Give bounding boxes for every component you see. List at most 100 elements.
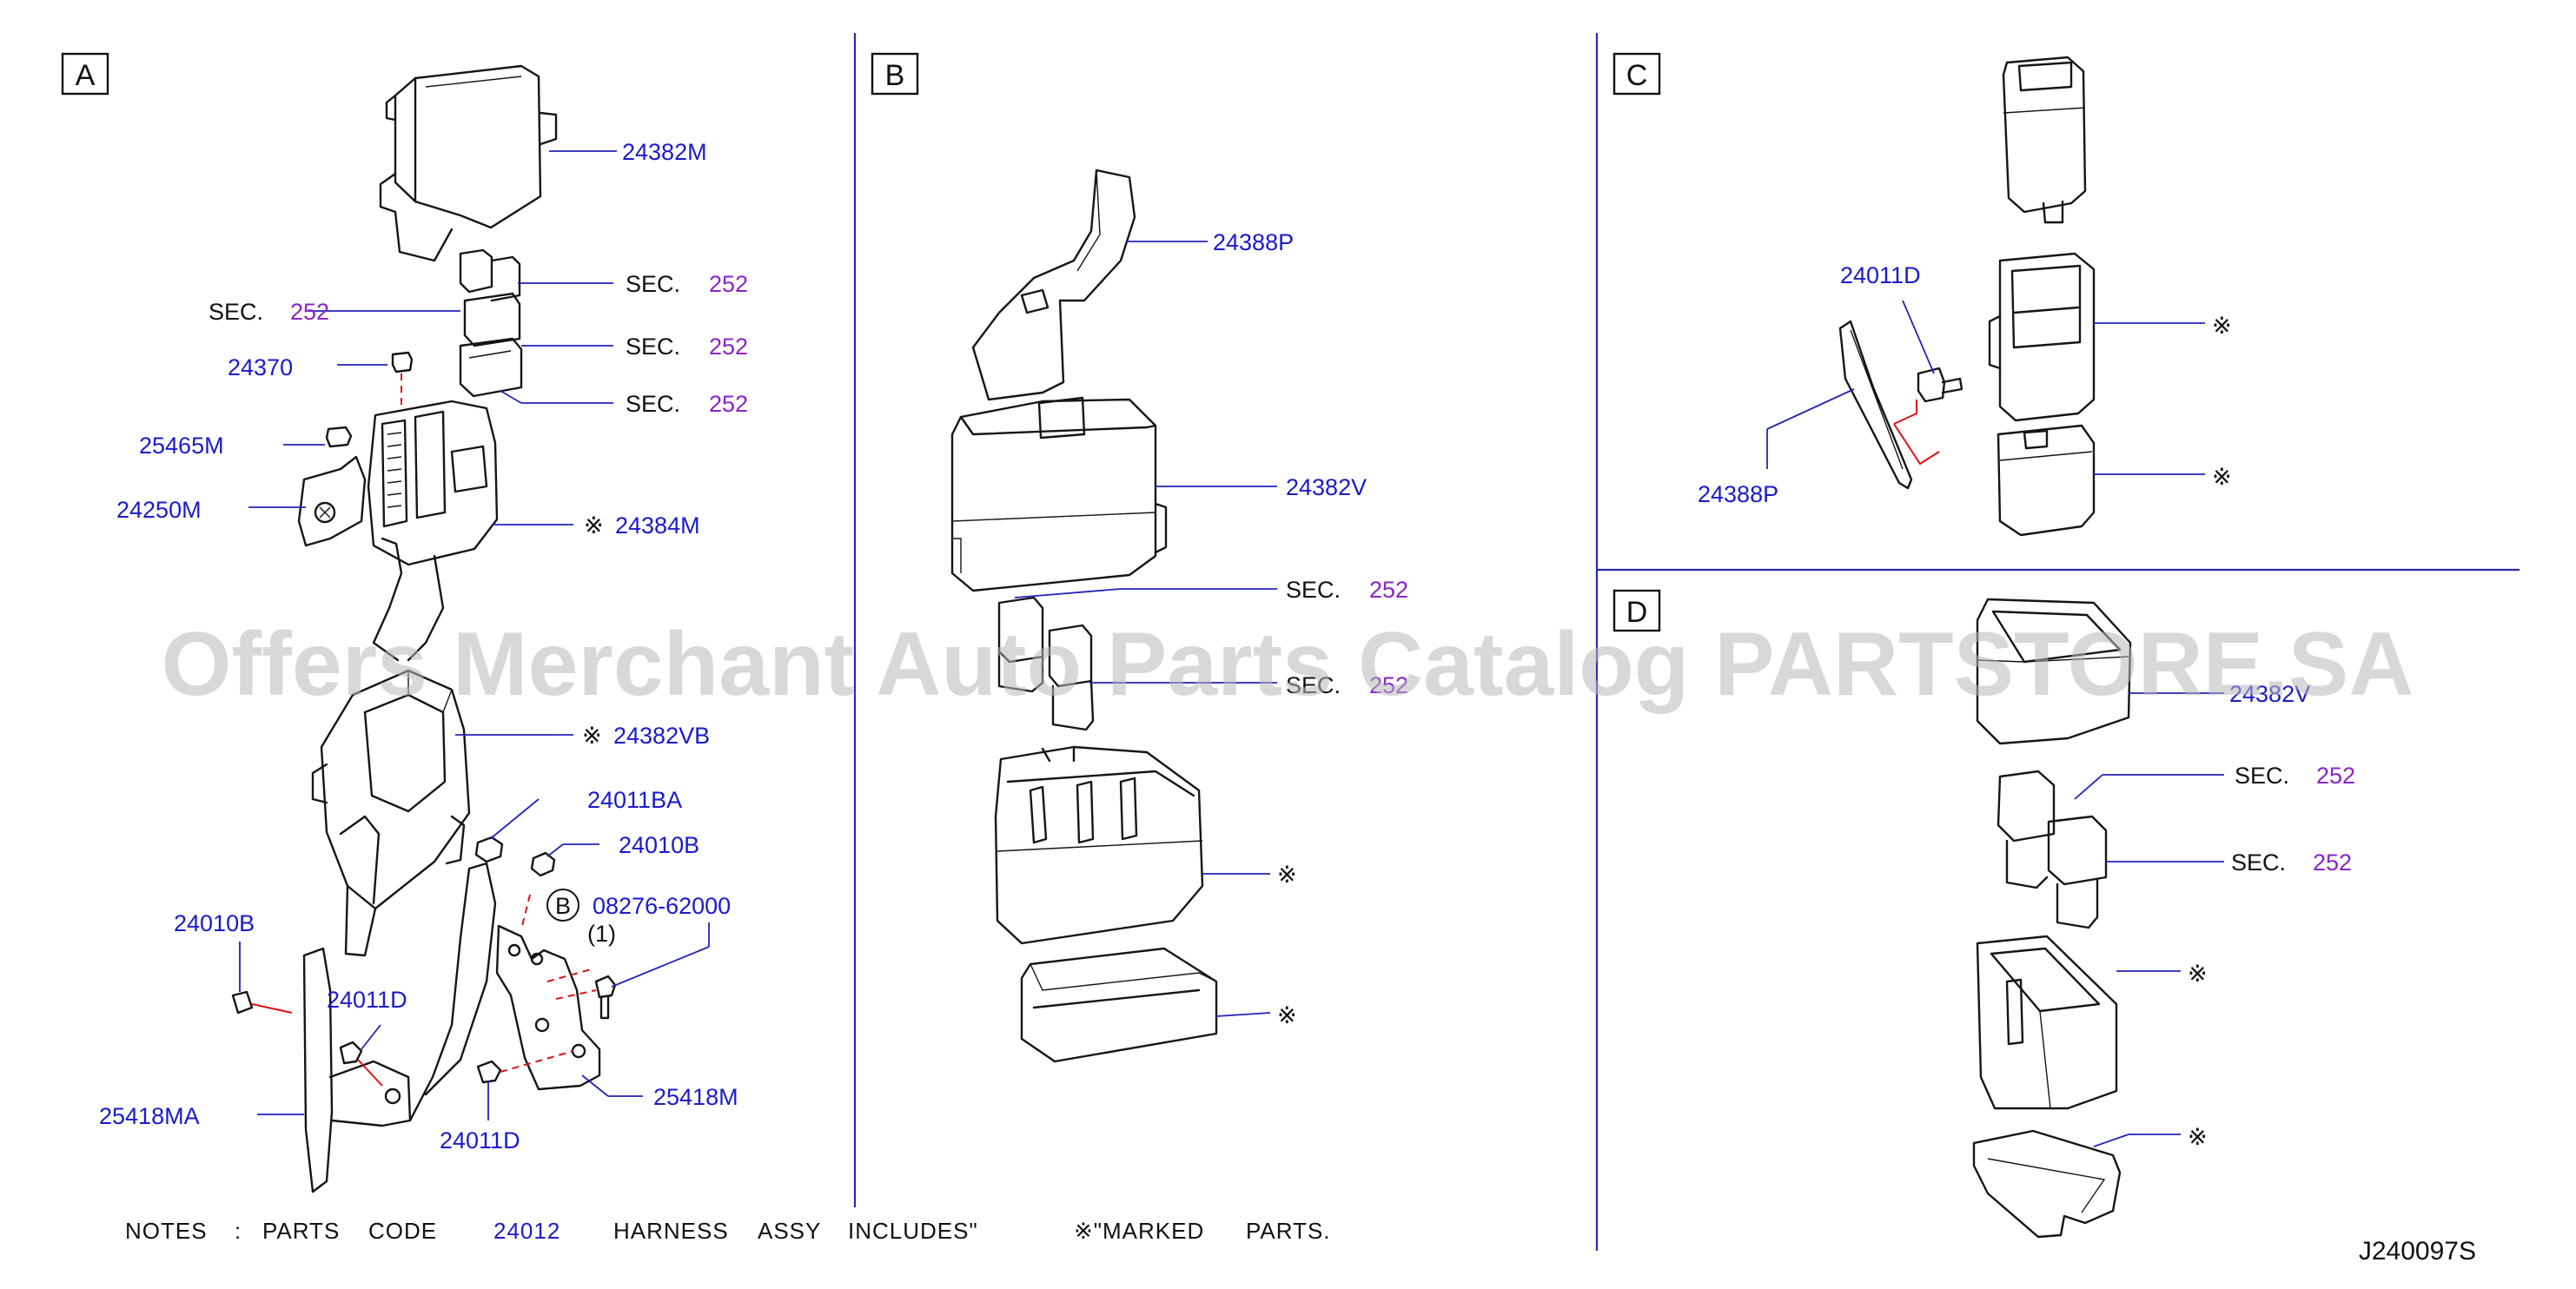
label-sec-d1: SEC.: [2235, 763, 2289, 789]
label-24384m: 24384M: [615, 512, 700, 539]
label-24010b-right: 24010B: [619, 832, 699, 858]
relay-box-c: [1988, 252, 2096, 422]
diagram-id: J240097S: [2359, 1237, 2476, 1266]
label-24011d-lower: 24011D: [440, 1127, 520, 1153]
label-sec-d2-num: 252: [2313, 849, 2352, 876]
relay-box-d: [1976, 935, 2118, 1110]
svg-text::: :: [235, 1218, 242, 1244]
fuse-block-24384m: [367, 400, 499, 662]
guide-24010b-left: [251, 1003, 293, 1014]
svg-text:24012: 24012: [493, 1218, 560, 1244]
bolt-24011d-lower: [476, 1060, 502, 1084]
labels-panel-a: 24382M SEC. 252 SEC. 252 SEC. 252 SEC. 2…: [99, 139, 748, 1153]
nut-24010b-left: [231, 990, 254, 1015]
label-24011d-c: 24011D: [1840, 262, 1921, 288]
label-24388p-c: 24388P: [1698, 481, 1778, 507]
labels-panel-d: 24382V SEC. 252 SEC. 252 ※ ※: [2188, 681, 2355, 1150]
label-sec-d1-num: 252: [2316, 763, 2355, 789]
svg-text:CODE: CODE: [368, 1218, 437, 1244]
relays-d: [1997, 770, 2108, 929]
mark-24382vb: ※: [582, 723, 602, 749]
bolt-24011d-c: [1917, 367, 1963, 403]
guide-a-1: [520, 894, 531, 930]
nut-24011ba: [474, 836, 504, 863]
svg-text:D: D: [1626, 596, 1648, 629]
clip-24370: [391, 351, 414, 373]
label-sec-a2: SEC.: [626, 271, 680, 297]
tray-b: [1020, 947, 1218, 1063]
mark-c-box: ※: [2212, 313, 2232, 339]
leaders-panel-c: [1766, 300, 2205, 475]
label-sec-a4: SEC.: [626, 391, 680, 417]
tray-c: [1997, 424, 2096, 537]
svg-text:HARNESS: HARNESS: [613, 1218, 729, 1244]
mark-d-tray: ※: [2188, 1124, 2208, 1150]
label-sec-a1-num: 252: [290, 299, 329, 325]
mark-c-tray: ※: [2212, 464, 2232, 490]
lower-box-24382vb: [311, 669, 471, 957]
screw-08276-62000: [594, 975, 617, 1020]
label-25465m: 25465M: [139, 433, 224, 459]
label-24382v-b: 24382V: [1286, 474, 1367, 500]
panel-label-d: D: [1612, 589, 1661, 632]
svg-text:INCLUDES": INCLUDES": [848, 1218, 978, 1244]
panel-label-c: C: [1612, 52, 1661, 96]
cover-d: [1976, 598, 2132, 745]
panel-dividers: [853, 33, 2520, 1251]
leaders-panel-d: [2074, 692, 2224, 1147]
label-sec-a2-num: 252: [709, 271, 748, 297]
relay-box-b: [994, 745, 1204, 945]
watermark: Offers Merchant Auto Parts Catalog PARTS…: [162, 614, 2414, 715]
label-sec-a1: SEC.: [209, 299, 263, 325]
panel-label-b: B: [871, 52, 919, 96]
label-sec-b2-num: 252: [1369, 672, 1408, 698]
bolt-24011d-upper: [339, 1041, 363, 1065]
nut-24010b-right: [530, 851, 556, 877]
label-24011ba: 24011BA: [587, 787, 682, 813]
guide-a-4: [500, 1050, 574, 1073]
fuse-box-cover-24382m: [379, 64, 558, 262]
svg-text:B: B: [885, 59, 905, 92]
mark-24384m: ※: [584, 512, 604, 539]
mark-d-box: ※: [2188, 961, 2208, 987]
bracket-24250m: [297, 455, 367, 547]
label-24250m: 24250M: [116, 497, 202, 523]
label-24370: 24370: [228, 354, 293, 380]
bracket-24388p-c: [1838, 320, 1913, 490]
svg-text:※"MARKED: ※"MARKED: [1074, 1218, 1204, 1244]
label-08276-62000: 08276-62000: [593, 893, 731, 919]
label-sec-b1-num: 252: [1369, 577, 1408, 603]
label-24382m: 24382M: [622, 139, 707, 165]
panel-label-a: A: [61, 52, 109, 96]
label-24010b-left: 24010B: [174, 910, 255, 936]
label-24011d-upper: 24011D: [327, 987, 407, 1013]
guide-a-2: [546, 968, 592, 982]
relay-stack-a: [459, 248, 523, 398]
label-sec-d2: SEC.: [2231, 849, 2286, 876]
circle-ref-b-letter: B: [555, 893, 571, 919]
label-sec-a3: SEC.: [626, 334, 680, 360]
label-24382v-d: 24382V: [2229, 681, 2310, 707]
svg-text:C: C: [1626, 59, 1648, 92]
guide-c: [1893, 400, 1940, 466]
svg-text:PARTS: PARTS: [262, 1218, 340, 1244]
circle-ref-b: [546, 889, 579, 922]
labels-panel-b: 24388P 24382V SEC. 252 SEC. 252 ※ ※: [1213, 229, 1408, 1028]
mark-b-tray: ※: [1277, 1002, 1297, 1028]
label-24382vb: 24382VB: [613, 723, 710, 749]
label-quantity: (1): [587, 921, 616, 947]
bracket-24388p-b: [971, 169, 1136, 401]
terminal-25465m: [325, 426, 353, 448]
label-25418ma: 25418MA: [99, 1103, 200, 1129]
label-sec-a3-num: 252: [709, 334, 748, 360]
notes-line: NOTES : PARTS CODE 24012 HARNESS ASSY IN…: [125, 1218, 1330, 1244]
leaders-panel-a: [239, 150, 710, 1120]
label-sec-a4-num: 252: [709, 391, 748, 417]
svg-text:A: A: [76, 59, 96, 92]
tray-d: [1972, 1129, 2122, 1239]
guide-a-3: [555, 989, 597, 1000]
cover-c: [2002, 56, 2087, 224]
relays-b: [997, 596, 1095, 731]
